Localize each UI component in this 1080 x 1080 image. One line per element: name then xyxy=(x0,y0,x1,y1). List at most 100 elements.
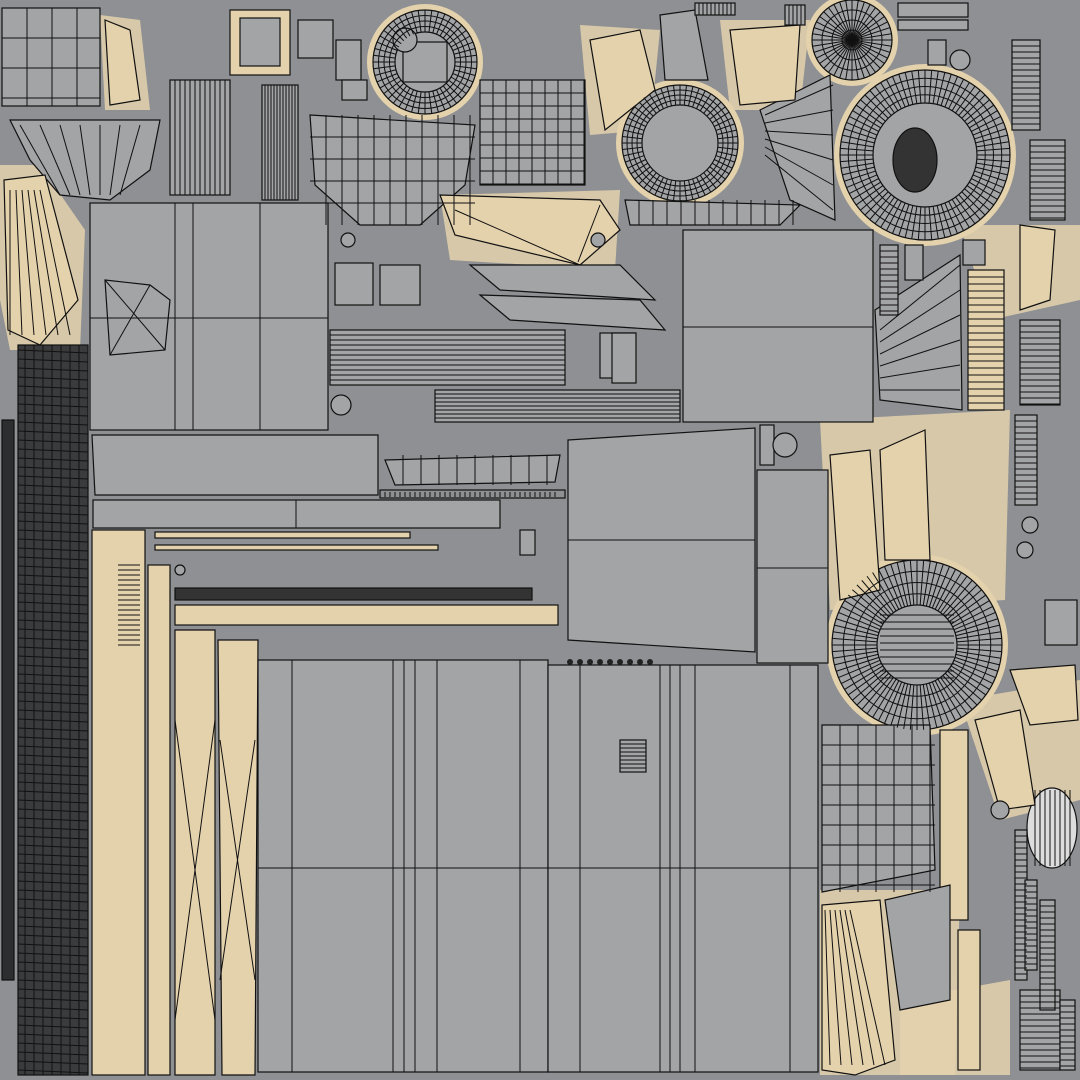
uv-edge xyxy=(841,29,863,51)
uv-edge xyxy=(17,664,89,669)
uv-edge xyxy=(389,26,461,98)
uv-edge xyxy=(17,961,89,966)
cone-island xyxy=(3,174,79,346)
uv-edge xyxy=(17,403,89,408)
panel-right xyxy=(682,229,874,423)
bolt-part xyxy=(1016,541,1034,559)
uv-edge xyxy=(17,997,89,1002)
uv-edge xyxy=(17,619,89,624)
striped-panel xyxy=(329,329,566,386)
small-part xyxy=(335,39,362,81)
uv-edge xyxy=(17,1069,89,1074)
uv-edge xyxy=(17,817,89,822)
uv-edge xyxy=(17,610,89,615)
bolt-part xyxy=(637,659,643,665)
wing-island xyxy=(729,24,801,106)
uv-edge xyxy=(17,772,89,777)
uv-edge xyxy=(17,826,89,831)
bolt-part xyxy=(587,659,593,665)
uv-edge xyxy=(17,592,89,597)
cone-island xyxy=(879,429,931,561)
panel-center-right xyxy=(756,469,829,664)
uv-edge xyxy=(17,520,89,525)
uv-edge xyxy=(17,493,89,498)
uv-edge xyxy=(17,799,89,804)
uv-edge xyxy=(17,700,89,705)
bolt-part xyxy=(340,232,356,248)
uv-edge xyxy=(821,9,883,71)
uv-edge xyxy=(17,394,89,399)
small-part xyxy=(897,19,969,31)
uv-edge xyxy=(17,808,89,813)
uv-edge xyxy=(79,124,91,196)
twist-island xyxy=(384,454,561,486)
uv-edge xyxy=(17,862,89,867)
rail-dark xyxy=(174,587,533,601)
uv-edge xyxy=(17,1024,89,1029)
uv-edge xyxy=(17,556,89,561)
uv-edge xyxy=(849,909,886,1066)
bolt-part xyxy=(607,659,613,665)
uv-edge xyxy=(839,909,864,1066)
uv-edge xyxy=(17,952,89,957)
uv-edge xyxy=(834,909,853,1066)
rail xyxy=(154,531,411,539)
uv-edge xyxy=(17,637,89,642)
uv-edge xyxy=(17,475,89,480)
uv-edge xyxy=(17,466,89,471)
uv-edge xyxy=(17,448,89,453)
bolt-part xyxy=(577,659,583,665)
uv-edge xyxy=(626,89,734,197)
uv-edge xyxy=(39,189,71,336)
uv-edge xyxy=(17,691,89,696)
uv-edge xyxy=(879,314,961,355)
uv-edge xyxy=(104,279,166,351)
panel-bottom-left xyxy=(257,659,549,1073)
strip-beige xyxy=(91,529,146,1076)
small-part xyxy=(519,529,536,556)
uv-edge xyxy=(17,835,89,840)
uv-edge xyxy=(109,124,121,196)
small-part xyxy=(897,2,969,18)
blade-island xyxy=(478,294,667,331)
uv-edge xyxy=(879,339,961,367)
uv-edge xyxy=(17,484,89,489)
bolt-part xyxy=(990,800,1010,820)
cone-island xyxy=(829,449,881,601)
bolt-part xyxy=(627,659,633,665)
uv-edge xyxy=(17,934,89,939)
uv-edge xyxy=(847,77,1003,233)
tile-strip-thin xyxy=(1,419,15,981)
fan-island xyxy=(884,884,951,1011)
uv-edge xyxy=(17,1015,89,1020)
bolt-part xyxy=(597,659,603,665)
uv-edge xyxy=(764,154,834,211)
ring-large-hub xyxy=(892,127,938,193)
uv-edge xyxy=(17,412,89,417)
uv-edge xyxy=(864,94,986,216)
uv-edge xyxy=(854,582,980,708)
small-part xyxy=(1039,899,1056,1011)
bolt-part xyxy=(174,564,186,576)
small-part xyxy=(611,332,637,384)
uv-edge xyxy=(879,364,961,379)
uv-edge xyxy=(17,844,89,849)
wing-island xyxy=(589,29,656,132)
small-part xyxy=(341,79,368,101)
uv-edge xyxy=(865,593,969,697)
bolt-part xyxy=(647,659,653,665)
wing-island xyxy=(659,9,709,81)
uv-edge xyxy=(17,1051,89,1056)
wing-island xyxy=(1009,664,1079,726)
uv-edge xyxy=(383,20,467,104)
uv-edge xyxy=(842,570,992,720)
uv-edge xyxy=(631,94,729,192)
small-part xyxy=(1029,139,1066,221)
uv-edge xyxy=(17,943,89,948)
small-part xyxy=(784,4,806,26)
uv-edge xyxy=(27,189,47,336)
uv-edge xyxy=(17,889,89,894)
small-part xyxy=(334,262,374,306)
panel-top-left xyxy=(89,202,329,431)
